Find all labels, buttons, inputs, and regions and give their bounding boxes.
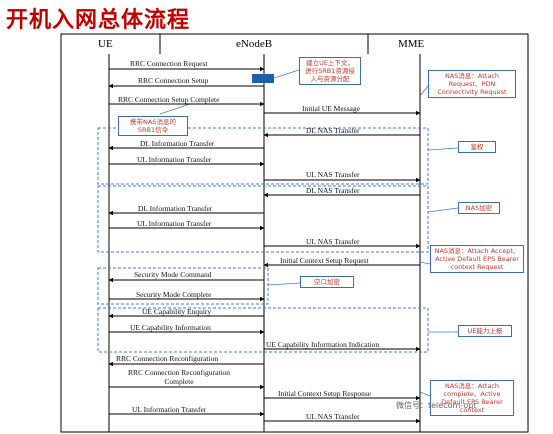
msg-label-ul-nas-transfer-3: UL NAS Transfer bbox=[306, 412, 360, 421]
msg-label-ue-capability-information: UE Capability Information bbox=[130, 323, 211, 332]
message-arrows bbox=[108, 66, 421, 424]
note-authentication: 鉴权 bbox=[458, 141, 496, 153]
phase-ue-capability bbox=[97, 307, 429, 353]
note-ue-capability-report: UE能力上报 bbox=[458, 325, 512, 337]
note-attach-accept: NAS消息：Attach Accept、Active Default EPS B… bbox=[430, 245, 524, 273]
msg-label-rrc-connection-setup: RRC Connection Setup bbox=[138, 76, 209, 85]
note-air-interface-encryption: 空口加密 bbox=[300, 276, 354, 288]
msg-label-initial-context-setup-response: Initial Context Setup Response bbox=[278, 389, 372, 398]
note-nas-encryption: NAS加密 bbox=[458, 202, 500, 214]
msg-label-ue-capability-information-indication: UE Capability Information Indication bbox=[266, 340, 380, 349]
note-ue-context: 建立UE上下文，进行SRB1资源接入与资源分配 bbox=[299, 57, 361, 85]
msg-label-rrc-connection-setup-complete: RRC Connection Setup Complete bbox=[118, 95, 220, 104]
msg-label-dl-nas-transfer-2: DL NAS Transfer bbox=[306, 186, 360, 195]
entity-header-mme: MME bbox=[398, 38, 425, 50]
msg-label-rrc-connection-reconfiguration: RRC Connection Reconfiguration bbox=[116, 354, 219, 363]
msg-label-dl-information-transfer-2: DL Information Transfer bbox=[138, 204, 213, 213]
msg-label-ul-information-transfer-3: UL Information Transfer bbox=[132, 405, 207, 414]
diagram-frame bbox=[60, 33, 529, 433]
phase-as-security bbox=[97, 267, 269, 305]
msg-label-dl-information-transfer-1: DL Information Transfer bbox=[140, 139, 215, 148]
entity-header-ue: UE bbox=[98, 38, 113, 50]
msg-label-ul-nas-transfer-2: UL NAS Transfer bbox=[306, 237, 360, 246]
msg-label-ul-information-transfer-1: UL Information Transfer bbox=[137, 155, 212, 164]
msg-label-initial-context-setup-request: Initial Context Setup Request bbox=[280, 256, 369, 265]
page-title: 开机入网总体流程 bbox=[6, 8, 191, 33]
msg-label-rrc-connection-reconfiguration-complete: RRC Connection Reconfiguration Complete bbox=[127, 368, 231, 386]
msg-label-security-mode-complete: Security Mode Complete bbox=[136, 290, 212, 299]
msg-label-dl-nas-transfer-1: DL NAS Transfer bbox=[306, 126, 360, 135]
phase-boxes bbox=[97, 127, 429, 353]
enodeb-processing-block bbox=[252, 74, 274, 83]
entity-header-enodeb: eNodeB bbox=[236, 38, 273, 50]
note-attach-complete: NAS消息：Attach complete、Active Default EPS… bbox=[430, 380, 514, 416]
phase-auth bbox=[97, 127, 429, 185]
note-srb1-nas: 携带NAS消息的SRB1信令 bbox=[118, 116, 188, 136]
watermark-logo: 微信号：telecom-opt bbox=[396, 401, 477, 410]
msg-label-ue-capability-enquiry: UE Capability Enquiry bbox=[142, 307, 212, 316]
msg-label-security-mode-command: Security Mode Command bbox=[134, 270, 212, 279]
phase-nas-security bbox=[97, 185, 429, 253]
msg-label-ul-information-transfer-2: UL Information Transfer bbox=[137, 219, 212, 228]
msg-label-rrc-connection-request: RRC Connection Request bbox=[130, 59, 208, 68]
msg-label-ul-nas-transfer-1: UL NAS Transfer bbox=[306, 170, 360, 179]
msg-label-initial-ue-message: Initial UE Message bbox=[302, 104, 360, 113]
note-attach-request: NAS消息：Attach Request、PDN Connectivity Re… bbox=[428, 70, 516, 98]
note-connectors bbox=[159, 69, 459, 397]
